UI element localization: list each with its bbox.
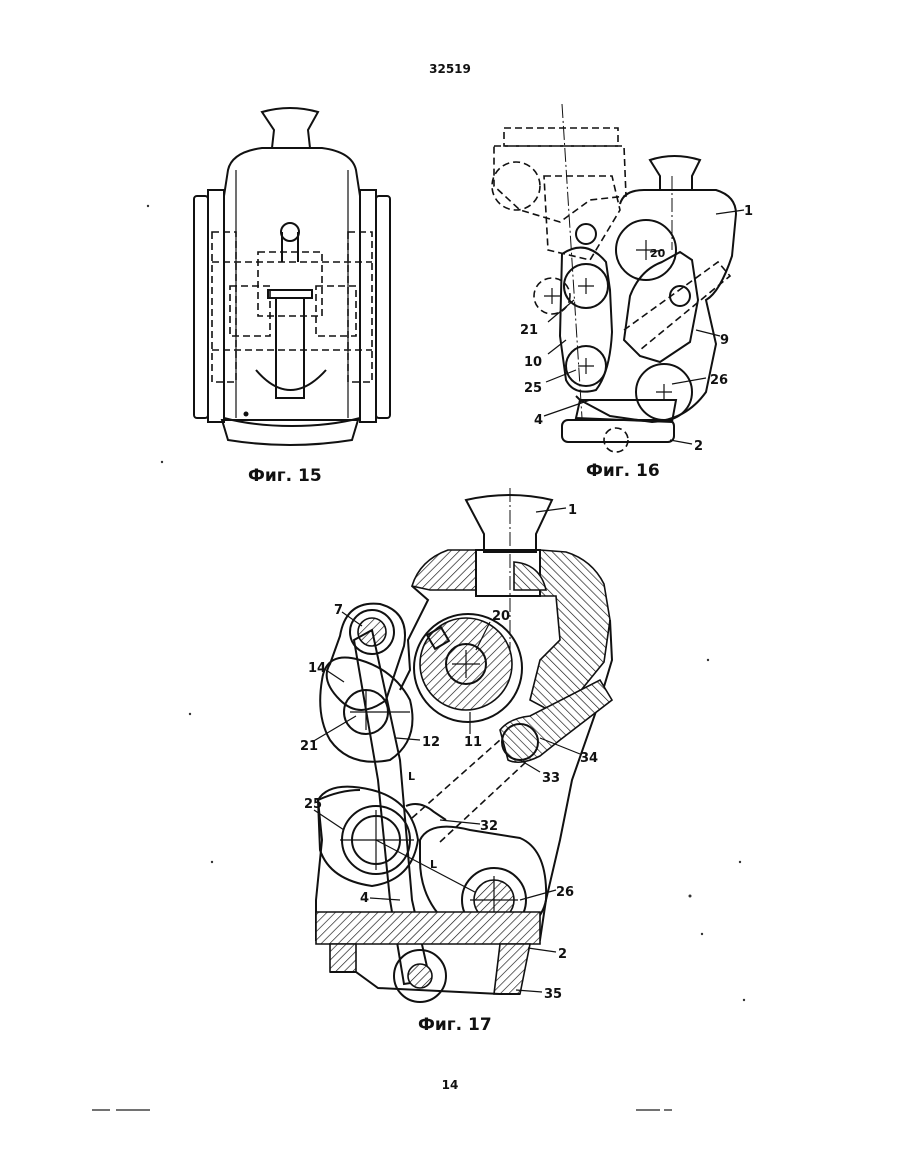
- fig15-left-wheel: [194, 196, 208, 418]
- figure-17-drawing: [312, 488, 612, 1002]
- fig16-label-21: 21: [520, 323, 538, 338]
- fig17-label-33: 33: [542, 771, 560, 786]
- fig15-left-flange: [208, 190, 224, 422]
- fig17-base-2: [316, 912, 540, 944]
- figure-17-caption: Фиг. 17: [418, 1015, 492, 1035]
- fig16-label-4: 4: [534, 413, 543, 428]
- fig17-label-35: 35: [544, 987, 562, 1002]
- fig16-label-26: 26: [710, 373, 728, 388]
- fig16-label-10: 10: [524, 355, 542, 370]
- fig17-label-1: 1: [568, 503, 577, 518]
- fig16-lever-9: [624, 252, 698, 362]
- fig16-funnel: [650, 156, 700, 190]
- fig15-right-flange: [360, 190, 376, 422]
- figure-16-labels: 1 20 21 10 25 4 9 26 2: [520, 204, 753, 454]
- fig17-housing-left: [412, 550, 476, 590]
- fig17-label-L-upper: L: [408, 770, 415, 783]
- fig17-label-26: 26: [556, 885, 574, 900]
- fig17-label-L-lower: L: [430, 858, 437, 871]
- fig17-label-25: 25: [304, 797, 322, 812]
- fig17-label-32: 32: [480, 819, 498, 834]
- fig15-right-wheel: [376, 196, 390, 418]
- fig16-label-9: 9: [720, 333, 729, 348]
- fig15-base-plate: [222, 420, 358, 445]
- fig17-label-2: 2: [558, 947, 567, 962]
- fig15-pin: [281, 223, 299, 241]
- fig17-label-34: 34: [580, 751, 598, 766]
- fig17-label-11: 11: [464, 735, 482, 750]
- fig15-body: [224, 148, 360, 426]
- fig17-label-12: 12: [422, 735, 440, 750]
- figure-15-drawing: [194, 108, 390, 445]
- fig17-label-21: 21: [300, 739, 318, 754]
- figure-16-drawing: [492, 104, 744, 452]
- fig15-funnel: [262, 108, 318, 148]
- fig16-label-20: 20: [650, 247, 666, 260]
- fig16-label-1: 1: [744, 204, 753, 219]
- fig16-base-2: [562, 420, 674, 442]
- sheet-number: 14: [430, 1078, 470, 1092]
- fig16-label-25: 25: [524, 381, 542, 396]
- fig16-label-2: 2: [694, 439, 703, 454]
- fig17-label-4: 4: [360, 891, 369, 906]
- fig17-funnel: [466, 495, 552, 552]
- figure-15-caption: Фиг. 15: [248, 466, 322, 486]
- figure-16-caption: Фиг. 16: [586, 461, 660, 481]
- fig17-label-14: 14: [308, 661, 326, 676]
- fig17-label-7: 7: [334, 603, 343, 618]
- fig17-label-20: 20: [492, 609, 510, 624]
